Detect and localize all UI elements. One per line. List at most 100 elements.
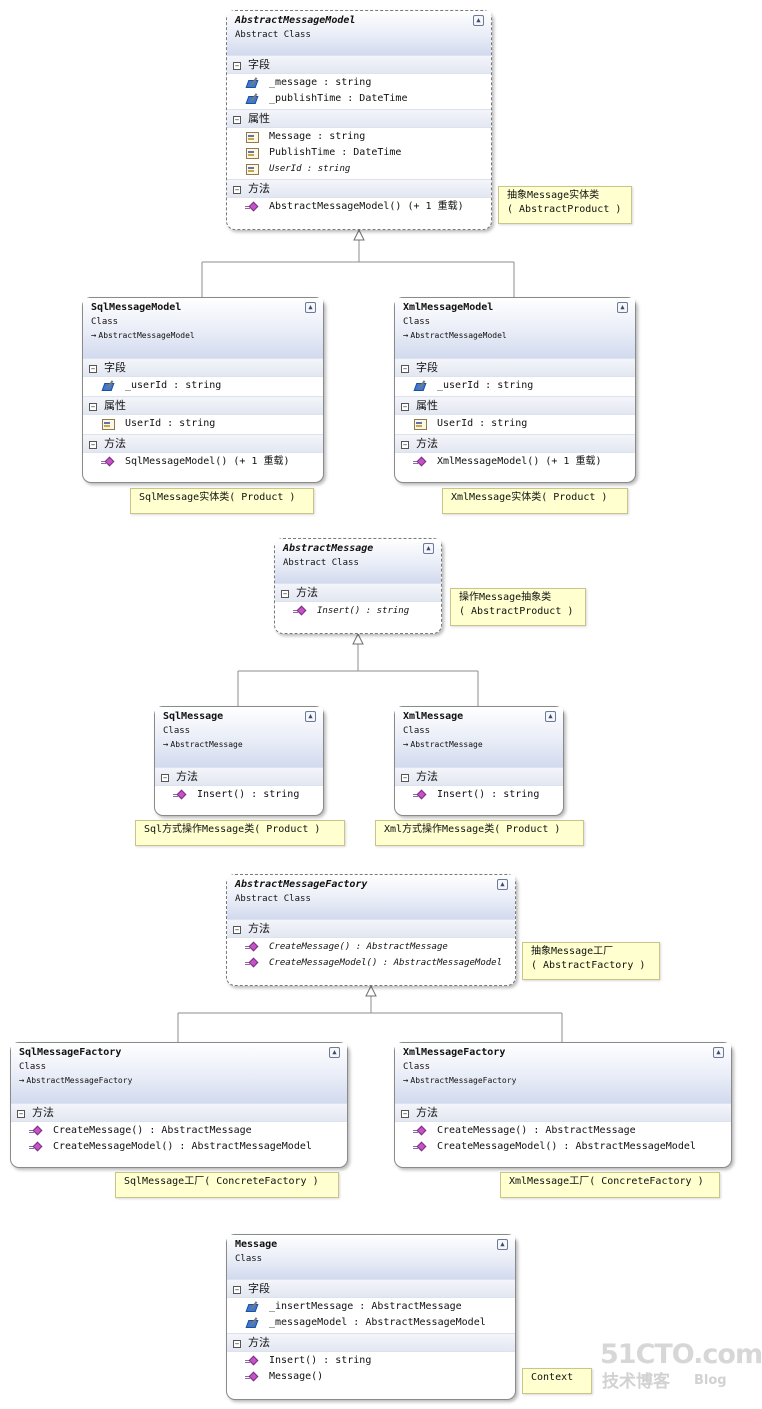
note-abstract-product-op: 操作Message抽象类( AbstractProduct ) (450, 588, 586, 626)
collapse-chevron-icon[interactable]: ▲ (497, 1239, 508, 1250)
method-icon (413, 789, 427, 801)
collapse-minus-icon[interactable]: − (233, 116, 241, 124)
method-icon (413, 456, 427, 468)
section-header-properties[interactable]: −属性 (227, 109, 491, 128)
section-header-methods[interactable]: −方法 (227, 179, 491, 198)
method-icon (245, 201, 259, 213)
method-icon (29, 1141, 43, 1153)
method-row[interactable]: Insert() : string (275, 603, 441, 619)
class-name: XmlMessage (403, 711, 464, 722)
section-header-methods[interactable]: −方法 (11, 1103, 347, 1122)
note-sql-product-op: Sql方式操作Message类( Product ) (135, 820, 345, 846)
collapse-chevron-icon[interactable]: ▲ (423, 543, 434, 554)
collapse-minus-icon[interactable]: − (89, 365, 97, 373)
section-members-methods: XmlMessageModel() (+ 1 重载) (395, 453, 635, 472)
method-row[interactable]: CreateMessage() : AbstractMessage (395, 1123, 731, 1139)
collapse-minus-icon[interactable]: − (161, 774, 169, 782)
collapse-minus-icon[interactable]: − (233, 186, 241, 194)
field-row[interactable]: _insertMessage : AbstractMessage (227, 1299, 515, 1315)
collapse-chevron-icon[interactable]: ▲ (545, 711, 556, 722)
method-row[interactable]: AbstractMessageModel() (+ 1 重载) (227, 199, 491, 215)
collapse-chevron-icon[interactable]: ▲ (305, 711, 316, 722)
property-row[interactable]: UserId : string (395, 416, 635, 432)
section-header-fields[interactable]: −字段 (227, 1279, 515, 1298)
method-row[interactable]: CreateMessageModel() : AbstractMessageMo… (395, 1139, 731, 1155)
collapse-minus-icon[interactable]: − (233, 62, 241, 70)
collapse-minus-icon[interactable]: − (233, 926, 241, 934)
property-row[interactable]: UserId : string (227, 161, 491, 177)
base-class-name: AbstractMessageFactory (26, 1076, 133, 1085)
collapse-minus-icon[interactable]: − (17, 1110, 25, 1118)
collapse-chevron-icon[interactable]: ▲ (617, 302, 628, 313)
section-label: 方法 (416, 770, 438, 783)
property-row[interactable]: Message : string (227, 129, 491, 145)
field-row[interactable]: _userId : string (395, 378, 635, 394)
method-row[interactable]: Insert() : string (395, 787, 563, 803)
collapse-minus-icon[interactable]: − (89, 403, 97, 411)
method-row[interactable]: CreateMessage() : AbstractMessage (227, 939, 515, 955)
collapse-minus-icon[interactable]: − (281, 590, 289, 598)
collapse-chevron-icon[interactable]: ▲ (473, 15, 484, 26)
collapse-minus-icon[interactable]: − (401, 365, 409, 373)
section-header-fields[interactable]: −字段 (227, 55, 491, 74)
section-header-methods[interactable]: −方法 (395, 434, 635, 453)
collapse-minus-icon[interactable]: − (89, 441, 97, 449)
method-row[interactable]: CreateMessageModel() : AbstractMessageMo… (227, 955, 515, 971)
collapse-minus-icon[interactable]: − (401, 1110, 409, 1118)
property-icon (245, 147, 259, 159)
section-label: 方法 (416, 437, 438, 450)
note-line: 操作Message抽象类 (459, 592, 552, 603)
property-row[interactable]: UserId : string (83, 416, 323, 432)
method-row[interactable]: Insert() : string (155, 787, 323, 803)
method-row[interactable]: CreateMessageModel() : AbstractMessageMo… (11, 1139, 347, 1155)
section-header-properties[interactable]: −属性 (395, 396, 635, 415)
section-header-methods[interactable]: −方法 (395, 767, 563, 786)
collapse-chevron-icon[interactable]: ▲ (329, 1047, 340, 1058)
section-header-methods[interactable]: −方法 (227, 1333, 515, 1352)
field-row[interactable]: _message : string (227, 75, 491, 91)
method-row[interactable]: XmlMessageModel() (+ 1 重载) (395, 454, 635, 470)
section-header-methods[interactable]: −方法 (275, 583, 441, 602)
section-header-properties[interactable]: −属性 (83, 396, 323, 415)
collapse-chevron-icon[interactable]: ▲ (713, 1047, 724, 1058)
collapse-minus-icon[interactable]: − (233, 1340, 241, 1348)
field-row[interactable]: _publishTime : DateTime (227, 91, 491, 107)
section-header-methods[interactable]: −方法 (227, 919, 515, 938)
section-header-methods[interactable]: −方法 (395, 1103, 731, 1122)
collapse-minus-icon[interactable]: − (401, 403, 409, 411)
collapse-minus-icon[interactable]: − (401, 774, 409, 782)
collapse-minus-icon[interactable]: − (401, 441, 409, 449)
member-text: UserId : string (269, 164, 351, 174)
collapse-chevron-icon[interactable]: ▲ (305, 302, 316, 313)
method-row[interactable]: CreateMessage() : AbstractMessage (11, 1123, 347, 1139)
section-header-fields[interactable]: −字段 (395, 358, 635, 377)
field-row[interactable]: _messageModel : AbstractMessageModel (227, 1315, 515, 1331)
section-members-methods: Insert() : string (155, 786, 323, 805)
field-row[interactable]: _userId : string (83, 378, 323, 394)
section-header-fields[interactable]: −字段 (83, 358, 323, 377)
note-line: 抽象Message实体类 (507, 190, 600, 201)
method-row[interactable]: Insert() : string (227, 1353, 515, 1369)
section-header-methods[interactable]: −方法 (155, 767, 323, 786)
note-context: Context (522, 1368, 592, 1394)
section-header-methods[interactable]: −方法 (83, 434, 323, 453)
collapse-chevron-icon[interactable]: ▲ (497, 879, 508, 890)
property-row[interactable]: PublishTime : DateTime (227, 145, 491, 161)
method-icon (245, 1371, 259, 1383)
class-kind: Class (403, 1062, 431, 1072)
collapse-minus-icon[interactable]: − (233, 1286, 241, 1294)
base-class-name: AbstractMessageModel (410, 331, 507, 340)
method-row[interactable]: SqlMessageModel() (+ 1 重载) (83, 454, 323, 470)
method-row[interactable]: Message() (227, 1369, 515, 1385)
